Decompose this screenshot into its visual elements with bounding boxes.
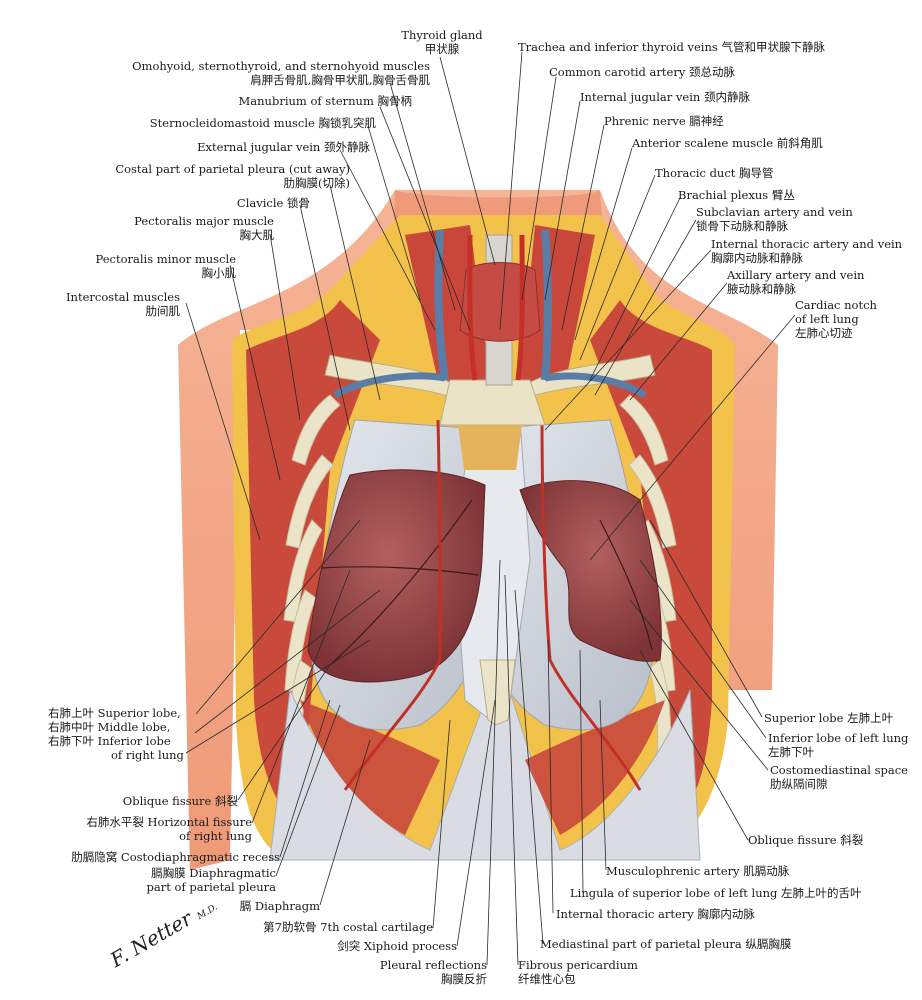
label-7th-costal-cartilage: 第7肋软骨 7th costal cartilage	[263, 920, 433, 934]
label-diaphragmatic-pleura: 膈胸膜 Diaphragmatic part of parietal pleur…	[146, 866, 276, 894]
chest-wall-right	[246, 300, 380, 830]
label-cardiac-notch: Cardiac notch of left lung 左肺心切迹	[795, 298, 877, 340]
diaphragm-muscle-right	[300, 700, 440, 835]
right-horizontal-fissure	[321, 566, 479, 576]
neck-muscles-left	[520, 225, 595, 385]
label-sternocleidomastoid: Sternocleidomastoid muscle 胸锁乳突肌	[149, 116, 376, 130]
label-costodiaphragmatic-recess: 肋膈隐窝 Costodiaphragmatic recess	[71, 850, 280, 864]
label-internal-jugular: Internal jugular vein 颈内静脉	[580, 90, 750, 104]
label-thoracic-duct: Thoracic duct 胸导管	[655, 166, 774, 180]
sternum-body	[458, 425, 522, 470]
label-musculophrenic: Musculophrenic artery 肌膈动脉	[606, 864, 790, 878]
label-subclavian: Subclavian artery and vein 锁骨下动脉和静脉	[696, 205, 853, 233]
label-phrenic-nerve: Phrenic nerve 膈神经	[604, 114, 724, 128]
label-clavicle: Clavicle 锁骨	[236, 196, 310, 210]
label-common-carotid: Common carotid artery 颈总动脉	[549, 65, 735, 79]
label-lingula: Lingula of superior lobe of left lung 左肺…	[570, 886, 862, 900]
label-pectoralis-minor: Pectoralis minor muscle 胸小肌	[95, 252, 236, 280]
internal-thoracic-left	[540, 419, 642, 791]
label-internal-thoracic-artery: Internal thoracic artery 胸廓内动脉	[556, 907, 755, 921]
label-internal-thoracic-av: Internal thoracic artery and vein 胸廓内动脉和…	[711, 237, 903, 265]
xiphoid	[479, 659, 516, 726]
jugular-vein-left	[541, 229, 553, 381]
label-axillary: Axillary artery and vein 腋动脉和静脉	[727, 268, 865, 296]
label-manubrium: Manubrium of sternum 胸骨柄	[238, 94, 412, 108]
left-lung	[519, 480, 662, 662]
carotid-left	[515, 234, 525, 381]
label-oblique-fissure-right: Oblique fissure 斜裂	[122, 794, 238, 808]
label-mediastinal-pleura: Mediastinal part of parietal pleura 纵膈胸膜	[540, 937, 792, 951]
label-costomediastinal: Costomediastinal space 肋纵隔间隙	[770, 763, 908, 791]
label-thyroid-gland: Thyroid gland 甲状腺	[401, 28, 483, 56]
subclavian-right	[333, 372, 446, 399]
right-oblique-fissure	[329, 499, 473, 666]
diaphragm-muscle-left	[525, 700, 665, 835]
label-costal-pleura: Costal part of parietal pleura (cut away…	[115, 162, 350, 190]
jugular-vein-right	[434, 229, 449, 381]
label-omohyoid: Omohyoid, sternothyroid, and sternohyoid…	[132, 59, 430, 87]
label-anterior-scalene: Anterior scalene muscle 前斜角肌	[632, 136, 823, 150]
label-xiphoid: 剑突 Xiphoid process	[337, 939, 457, 953]
label-external-jugular: External jugular vein 颈外静脉	[197, 140, 370, 154]
label-fibrous-pericardium: Fibrous pericardium 纤维性心包	[518, 958, 638, 986]
subclavian-left	[544, 372, 647, 399]
label-inferior-lobe-left: Inferior lobe of left lung 左肺下叶	[768, 731, 909, 759]
label-horizontal-fissure: 右肺水平裂 Horizontal fissure of right lung	[86, 815, 252, 843]
label-superior-lobe-left: Superior lobe 左肺上叶	[764, 711, 894, 725]
label-oblique-fissure-left: Oblique fissure 斜裂	[748, 833, 864, 847]
left-oblique-fissure	[599, 519, 653, 651]
label-brachial-plexus: Brachial plexus 臂丛	[678, 188, 795, 202]
label-trachea: Trachea and inferior thyroid veins 气管和甲状…	[518, 40, 825, 54]
carotid-right	[467, 234, 478, 381]
label-pleural-reflections: Pleural reflections 胸膜反折	[379, 958, 487, 986]
label-diaphragm: 膈 Diaphragm	[239, 899, 320, 913]
label-pectoralis-major: Pectoralis major muscle 胸大肌	[134, 214, 274, 242]
internal-thoracic-right	[343, 419, 442, 791]
manubrium	[439, 379, 546, 426]
label-intercostal: Intercostal muscles 肋间肌	[66, 290, 180, 318]
label-right-lung-lobes: 右肺上叶 Superior lobe, 右肺中叶 Middle lobe, 右肺…	[48, 706, 184, 762]
leader-lines	[185, 51, 796, 966]
